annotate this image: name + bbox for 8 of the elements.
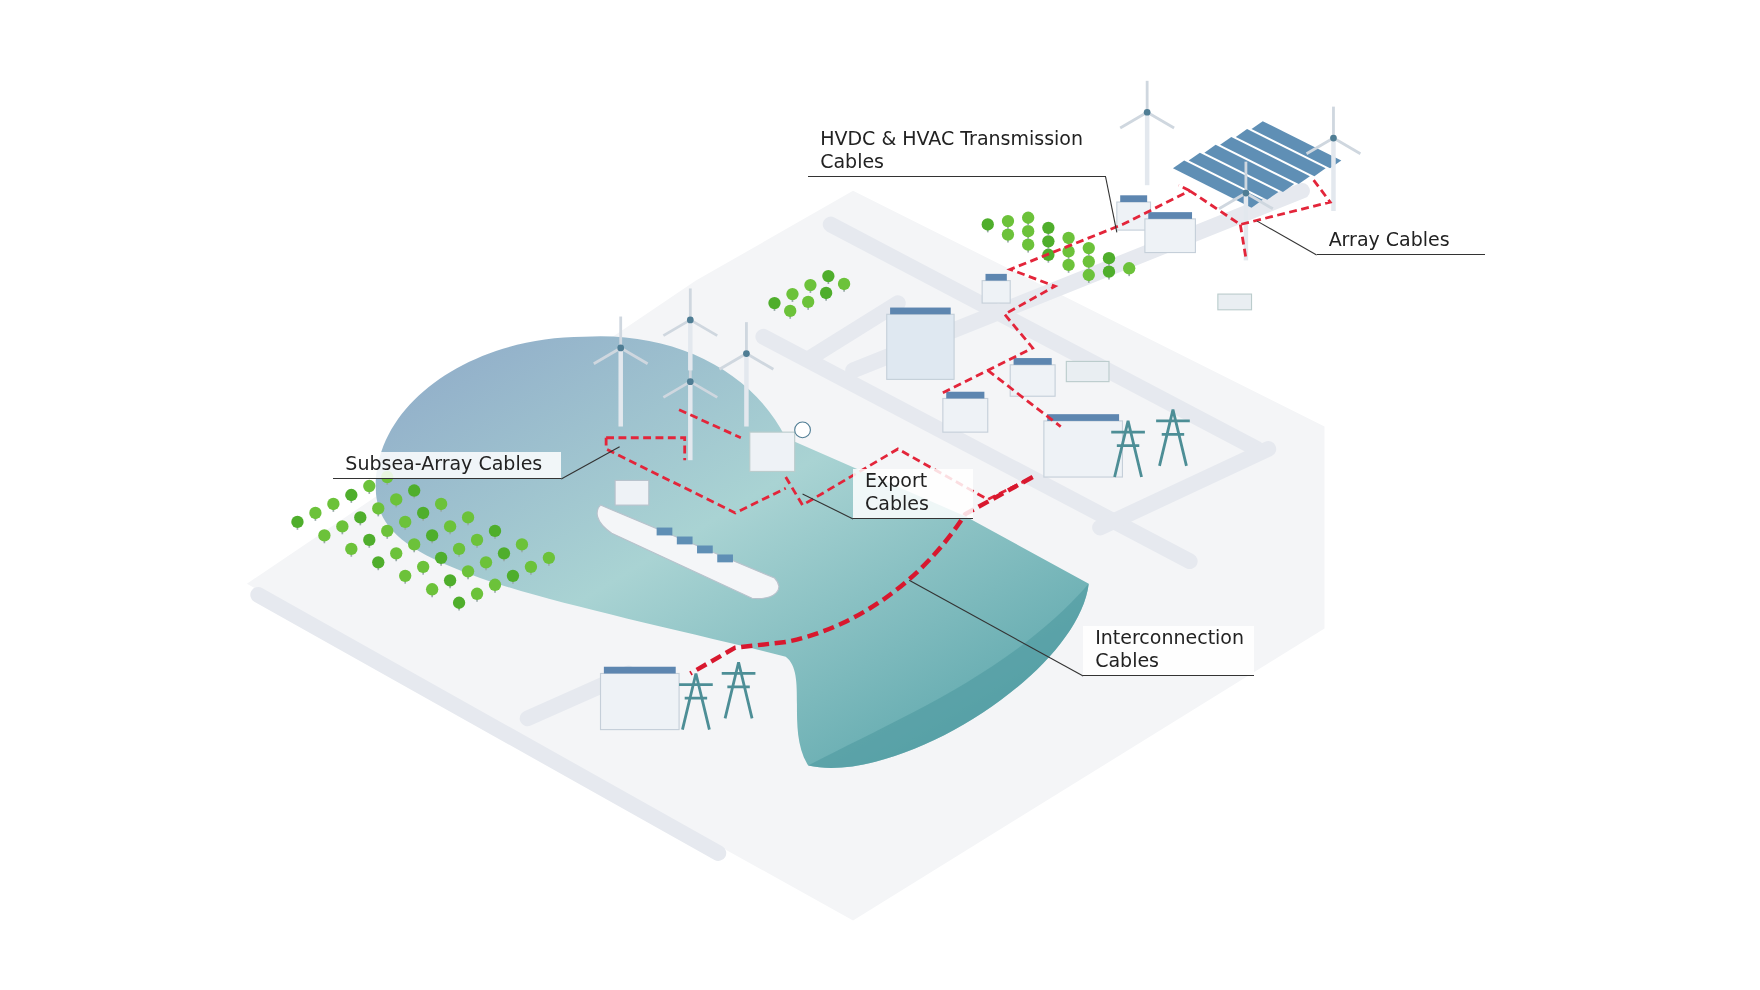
callout-label: Export Cables — [853, 469, 974, 520]
leader-line — [908, 579, 1084, 677]
leader-line — [1105, 176, 1118, 233]
leader-line — [1256, 220, 1318, 256]
callout-label: Subsea-Array Cables — [333, 452, 562, 480]
leader-line — [560, 446, 621, 480]
leader-line — [802, 493, 854, 520]
callout-label: Interconnection Cables — [1083, 626, 1254, 677]
